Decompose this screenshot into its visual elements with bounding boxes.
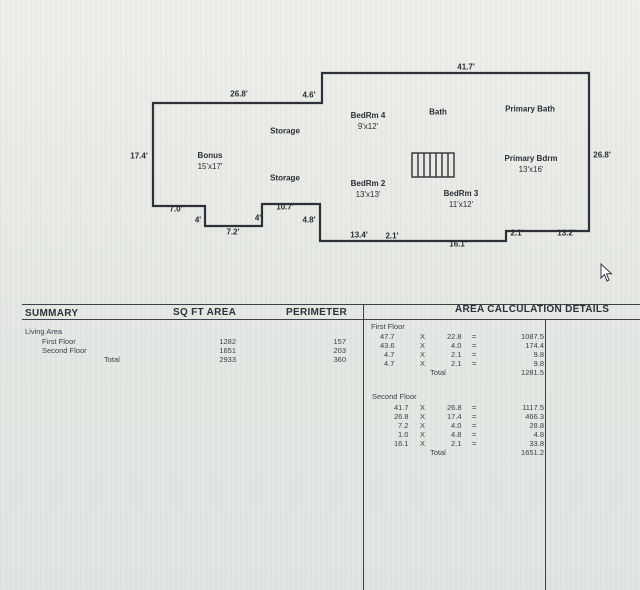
dim-right: 26.8'	[593, 150, 611, 160]
room-bedrm4: BedRm 4 9'x12'	[351, 110, 386, 132]
floor-plan-sketch	[151, 71, 591, 243]
room-size: 13'x13'	[355, 190, 381, 199]
room-name: Primary Bath	[505, 104, 555, 114]
summary-row-perimeter: 157	[333, 337, 346, 346]
room-storage-upper: Storage	[270, 126, 300, 137]
mouse-cursor-icon	[600, 263, 613, 282]
dim-bottom-d: 2.1'	[510, 228, 524, 238]
room-size: 11'x12'	[448, 200, 474, 209]
summary-header: SUMMARY	[25, 308, 79, 319]
dim-notch-top: 10.7'	[276, 202, 294, 212]
dim-bottom-left-small: 4'	[194, 215, 202, 225]
summary-row-sqft: 2933	[219, 355, 236, 364]
area-summary-table: SUMMARY SQ FT AREA PERIMETER AREA CALCUL…	[0, 302, 640, 590]
room-name: BedRm 3	[443, 189, 479, 198]
room-size: 15'x17'	[197, 162, 223, 171]
room-storage-lower: Storage	[270, 173, 300, 184]
calc-row: 43.6 X 4.0 = 174.4	[380, 341, 544, 350]
room-name: Storage	[270, 126, 300, 136]
summary-row-sqft: 1282	[219, 337, 236, 346]
dim-bottom-left-bottom: 7.2'	[226, 227, 240, 237]
room-name: BedRm 2	[350, 179, 386, 188]
room-name: Bonus	[197, 151, 223, 160]
calc-row: 4.7 X 2.1 = 9.8	[384, 350, 544, 359]
calc-row: 26.8 X 17.4 = 466.3	[394, 412, 544, 421]
first-floor-title: First Floor	[371, 322, 405, 331]
dim-top-step: 4.6'	[302, 90, 316, 100]
calc-row: 1.0 X 4.8 = 4.8	[398, 430, 544, 439]
room-name: Primary Bdrm	[504, 154, 558, 163]
dim-bottom-a: 13.4'	[350, 230, 368, 240]
floor-plan-outline	[151, 71, 591, 243]
summary-row-label: Living Area	[25, 327, 63, 336]
room-primary-bdrm: Primary Bdrm 13'x16'	[505, 153, 558, 175]
second-floor-title: Second Floor	[372, 392, 417, 401]
dim-top-right: 41.7'	[457, 62, 475, 72]
room-bedrm2: BedRm 2 13'x13'	[351, 178, 386, 200]
calc-total-row: Total 1651.2	[430, 448, 544, 457]
dim-notch-side: 4.8'	[302, 215, 316, 225]
room-bath: Bath	[429, 107, 447, 118]
dim-left: 17.4'	[130, 151, 148, 161]
summary-row-perimeter: 203	[333, 346, 346, 355]
calc-total-row: Total 1281.5	[430, 368, 544, 377]
room-primary-bath: Primary Bath	[505, 104, 555, 115]
table-header-rule	[22, 319, 640, 320]
stair-icon	[411, 152, 455, 178]
table-divider	[363, 304, 364, 590]
summary-row-label: First Floor	[42, 337, 76, 346]
calc-row: 4.7 X 2.1 = 9.8	[384, 359, 544, 368]
room-name: Storage	[270, 173, 300, 183]
dim-bottom-e: 13.2'	[557, 228, 575, 238]
calc-divider	[545, 319, 546, 590]
dim-bottom-left-small2: 4'	[254, 213, 262, 223]
sqft-header: SQ FT AREA	[173, 307, 237, 318]
room-bonus: Bonus 15'x17'	[198, 150, 223, 172]
dim-top-left: 26.8'	[230, 89, 248, 99]
room-size: 13'x16'	[518, 165, 544, 174]
details-header: AREA CALCULATION DETAILS	[455, 304, 610, 315]
summary-row-perimeter: 360	[333, 355, 346, 364]
dim-bottom-b: 2.1'	[385, 231, 399, 241]
room-name: BedRm 4	[350, 111, 386, 120]
table-top-rule	[22, 304, 640, 305]
calc-row: 16.1 X 2.1 = 33.8	[394, 439, 544, 448]
calc-row: 41.7 X 26.8 = 1117.5	[394, 403, 544, 412]
perimeter-header: PERIMETER	[286, 307, 348, 318]
summary-row-label: Second Floor	[42, 346, 87, 355]
dim-bottom-left-step: 7.0'	[169, 204, 183, 214]
room-bedrm3: BedRm 3 11'x12'	[444, 188, 479, 210]
calc-row: 47.7 X 22.8 = 1087.5	[380, 332, 544, 341]
calc-row: 7.2 X 4.0 = 28.8	[398, 421, 544, 430]
room-name: Bath	[429, 107, 447, 117]
summary-row-label: Total	[104, 355, 120, 364]
dim-bottom-c: 16.1'	[449, 239, 467, 249]
summary-row-sqft: 1651	[219, 346, 236, 355]
room-size: 9'x12'	[357, 122, 379, 131]
